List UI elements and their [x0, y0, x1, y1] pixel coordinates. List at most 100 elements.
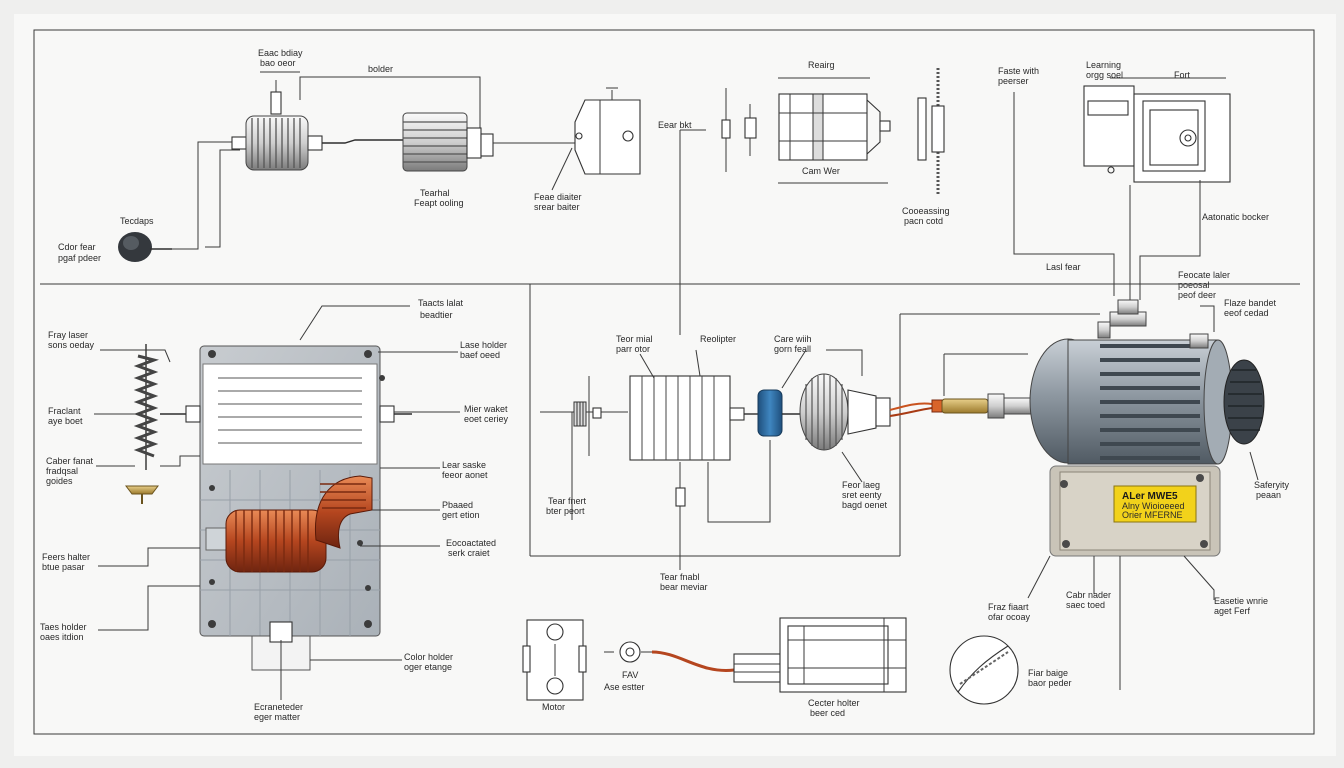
fan-shutter-box: [574, 87, 641, 175]
label-tear-fnert-2: bter peort: [546, 506, 585, 516]
label-safety-1: Saferyity: [1254, 480, 1290, 490]
label-lear-saske-2: feeor aonet: [442, 470, 488, 480]
label-eear-bikt: Eear bkt: [658, 120, 692, 130]
label-top-body-2: bao oeor: [260, 58, 296, 68]
label-flare-bandet-2: eeof cedad: [1224, 308, 1269, 318]
label-pbased-1: Pbaaed: [442, 500, 473, 510]
board-leaders: [94, 305, 460, 661]
label-color-fear-1: Cdor fear: [58, 242, 96, 252]
label-fear-laeg-2: sret eenty: [842, 490, 882, 500]
label-fan-shutter-1: Feae diaiter: [534, 192, 582, 202]
label-feers-halter-2: btue pasar: [42, 562, 85, 572]
top-coil: [231, 80, 370, 171]
wire-knob-to-coil-2: [205, 149, 240, 248]
warning-line-2: Alny Wioioeeed: [1122, 501, 1185, 511]
label-top-bolder: bolder: [368, 64, 393, 74]
labels: Eaac bdiay bao oeor bolder Tecdaps Cdor …: [40, 48, 1290, 722]
label-feocate-2: poeosal: [1178, 280, 1210, 290]
label-fear-laeg-3: bagd oenet: [842, 500, 888, 510]
label-lase-holder-1: Lase holder: [460, 340, 507, 350]
label-tear-fnabl-2: bear meviar: [660, 582, 708, 592]
wire-top-bridge: [299, 76, 481, 130]
center-fan-drum: [799, 373, 891, 451]
label-reolipter: Reolipter: [700, 334, 736, 344]
label-thermal-1: Tearhal: [420, 188, 450, 198]
label-fray-laser-1: Fray laser: [48, 330, 88, 340]
label-motor: Motor: [542, 702, 565, 712]
label-coocoasing-2: pacn cotd: [904, 216, 943, 226]
top-cylinder-unit: [370, 112, 494, 172]
label-tear-mial-1: Teor mial: [616, 334, 653, 344]
label-cabe-nader-1: Cabr nader: [1066, 590, 1111, 600]
label-lase-holder-2: baef oeed: [460, 350, 500, 360]
label-cam-war: Cam Wer: [802, 166, 840, 176]
blue-coupling: [744, 389, 800, 437]
label-ecrameteder-2: eger matter: [254, 712, 300, 722]
wire-center-down: [679, 129, 706, 335]
bottom-connector-block: [733, 617, 907, 693]
label-fraclant-2: aye boet: [48, 416, 83, 426]
label-fasetia-2: aget Ferf: [1214, 606, 1251, 616]
label-fiar-baige-1: Fiar baige: [1028, 668, 1068, 678]
label-feers-halter-1: Feers halter: [42, 552, 90, 562]
terminal-knob: [118, 232, 172, 262]
center-wire-frame: [540, 411, 771, 570]
label-fav-1: FAV: [622, 670, 638, 680]
label-core-with-2: gorn feall: [774, 344, 811, 354]
label-teacts-2: beadtier: [420, 310, 453, 320]
label-core-with-1: Care wiih: [774, 334, 812, 344]
label-fort: Fort: [1174, 70, 1191, 80]
wire-knob-to-coil: [172, 141, 240, 250]
label-taes-holder-2: oaes itdion: [40, 632, 84, 642]
label-tear-fnert-1: Tear fnert: [548, 496, 587, 506]
label-last-fear: Lasl fear: [1046, 262, 1081, 272]
connector-pins: [721, 88, 757, 172]
label-faste-with-1: Faste with: [998, 66, 1039, 76]
disc-left: [573, 376, 602, 456]
label-lear-saske-1: Lear saske: [442, 460, 486, 470]
label-learning-1: Learning: [1086, 60, 1121, 70]
label-color-fear-2: pgaf pdeer: [58, 253, 101, 263]
label-terminal: Tecdaps: [120, 216, 154, 226]
label-teacts-1: Taacts lalat: [418, 298, 464, 308]
center-leaders: [639, 349, 1028, 483]
warning-line-1: ALer MWE5: [1122, 491, 1178, 502]
label-mier-waket-2: eoet ceriey: [464, 414, 509, 424]
label-top-body-1: Eaac bdiay: [258, 48, 303, 58]
label-pbased-2: gert etion: [442, 510, 480, 520]
label-frar-fiaart-2: ofar ocoay: [988, 612, 1031, 622]
label-feocate-1: Feocate laler: [1178, 270, 1230, 280]
rearing-housing: [778, 77, 891, 184]
bottom-circle-diagram: [949, 635, 1019, 705]
label-coocoasing-1: Cooeassing: [902, 206, 950, 216]
top-right-assembly: [1083, 77, 1231, 183]
label-fraclant-1: Fraclant: [48, 406, 81, 416]
label-thermal-2: Feapt ooling: [414, 198, 464, 208]
label-rearing: Reairg: [808, 60, 835, 70]
label-safety-2: peaan: [1256, 490, 1281, 500]
sheet-border: [33, 29, 1315, 735]
label-automatic-bracket: Aatonatic bocker: [1202, 212, 1269, 222]
label-ecoactatel-1: Eocoactated: [446, 538, 496, 548]
label-ecrameteder-1: Ecraneteder: [254, 702, 303, 712]
center-heatsink: [629, 375, 745, 461]
wire-auto-bracket: [1139, 180, 1201, 300]
board-connectors: [160, 405, 412, 700]
label-flare-bandet-1: Flaze bandet: [1224, 298, 1277, 308]
label-taes-holder-1: Taes holder: [40, 622, 87, 632]
label-fray-laser-2: sons oeday: [48, 340, 95, 350]
fav-sensor: [604, 641, 735, 672]
warning-plate: ALer MWE5 Alny Wioioeeed Orier MFERNE: [1113, 485, 1197, 523]
label-cabr-farat-2: fradqsal: [46, 466, 78, 476]
leader-fan: [551, 147, 573, 191]
label-tear-mial-2: parr otor: [616, 344, 650, 354]
label-fasetia-1: Easetie wnrie: [1214, 596, 1268, 606]
label-center-holder-1: Cecter holter: [808, 698, 860, 708]
label-cabr-farat-1: Caber fanat: [46, 456, 94, 466]
label-faste-with-2: peerser: [998, 76, 1029, 86]
label-color-holder-2: oger etange: [404, 662, 452, 672]
label-cabr-farat-3: goides: [46, 476, 73, 486]
copper-coil: [205, 475, 373, 573]
